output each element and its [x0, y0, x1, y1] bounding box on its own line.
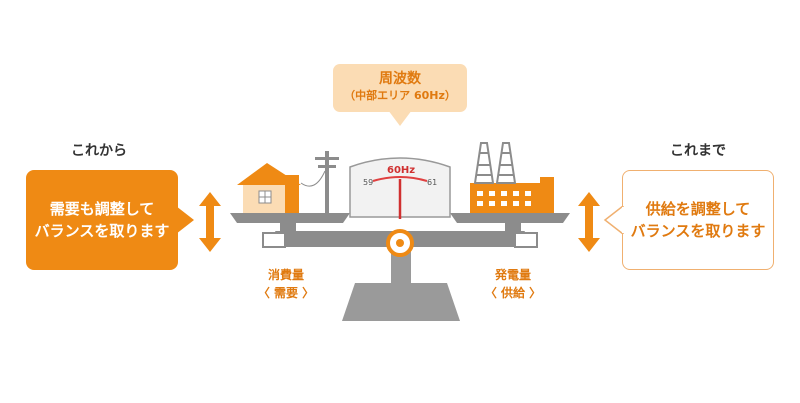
right-pan-title: 発電量 — [494, 268, 531, 282]
double-arrow-icon — [578, 192, 600, 252]
right-message-line2: バランスを取ります — [630, 222, 766, 240]
double-arrow-icon — [199, 192, 221, 252]
gauge-max-label: 61 — [427, 178, 438, 187]
callout-subtitle: （中部エリア 60Hz） — [344, 89, 456, 102]
right-box-pointer — [603, 206, 625, 234]
left-message-box: 需要も調整して バランスを取ります — [26, 170, 178, 270]
right-heading: これまで — [670, 143, 726, 159]
left-pan-title: 消費量 — [267, 268, 304, 282]
right-pan — [450, 213, 570, 223]
callout-title: 周波数 — [379, 71, 421, 87]
right-message-box: 供給を調整して バランスを取ります — [622, 170, 774, 270]
left-box-pointer — [176, 206, 194, 234]
left-heading: これから — [71, 143, 127, 159]
house-icon — [237, 163, 301, 213]
left-pan-label: 消費量 〈 需要 〉 — [250, 266, 322, 302]
left-pan-sub: 〈 需要 〉 — [257, 286, 315, 300]
right-message-line1: 供給を調整して — [645, 200, 751, 218]
power-plant-icon — [470, 142, 554, 213]
balance-scale — [230, 142, 570, 321]
right-pan-sub: 〈 供給 〉 — [484, 286, 542, 300]
utility-pole-icon — [300, 151, 339, 213]
left-message-line2: バランスを取ります — [34, 222, 170, 240]
frequency-gauge — [349, 157, 451, 219]
left-pan — [230, 213, 350, 223]
gauge-center-label: 60Hz — [387, 165, 416, 176]
callout-pointer — [388, 110, 412, 126]
right-pan-label: 発電量 〈 供給 〉 — [477, 266, 549, 302]
scale-base — [342, 283, 460, 321]
left-message-line1: 需要も調整して — [49, 200, 155, 218]
gauge-min-label: 59 — [363, 178, 374, 187]
frequency-callout: 周波数 （中部エリア 60Hz） — [333, 64, 467, 112]
